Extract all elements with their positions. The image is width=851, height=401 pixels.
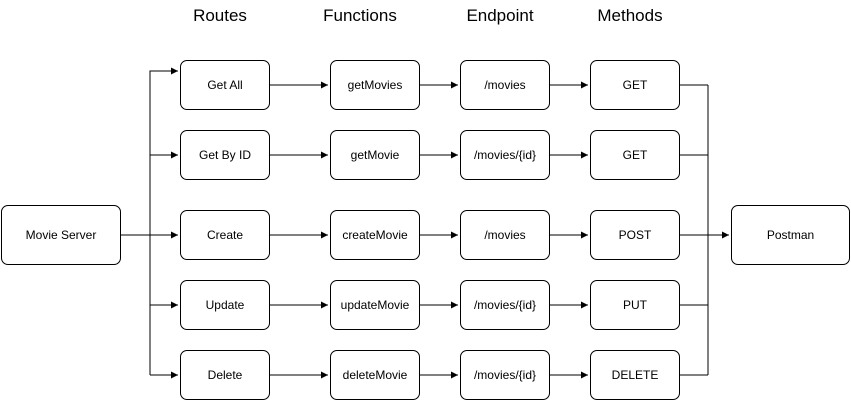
endpoint-node: /movies [460, 210, 550, 260]
function-node: getMovie [330, 130, 420, 180]
method-node: PUT [590, 280, 680, 330]
routes-header: Routes [193, 6, 247, 25]
method-node: GET [590, 60, 680, 110]
route-node: Get All [180, 60, 270, 110]
movie-server-node: Movie Server [1, 205, 121, 265]
function-node: updateMovie [330, 280, 420, 330]
bus-to-route-edge [149, 67, 178, 85]
postman-node: Postman [731, 205, 850, 265]
route-node: Update [180, 280, 270, 330]
endpoint-node: /movies/{id} [460, 350, 550, 400]
function-node: getMovies [330, 60, 420, 110]
methods-header: Methods [597, 6, 663, 25]
function-node: createMovie [330, 210, 420, 260]
endpoint-node: /movies/{id} [460, 280, 550, 330]
endpoint-node: /movies [460, 60, 550, 110]
method-node: POST [590, 210, 680, 260]
endpoint-header: Endpoint [466, 6, 534, 25]
route-node: Create [180, 210, 270, 260]
method-node: GET [590, 130, 680, 180]
route-node: Get By ID [180, 130, 270, 180]
functions-header: Functions [323, 6, 397, 25]
method-node: DELETE [590, 350, 680, 400]
route-node: Delete [180, 350, 270, 400]
function-node: deleteMovie [330, 350, 420, 400]
endpoint-node: /movies/{id} [460, 130, 550, 180]
